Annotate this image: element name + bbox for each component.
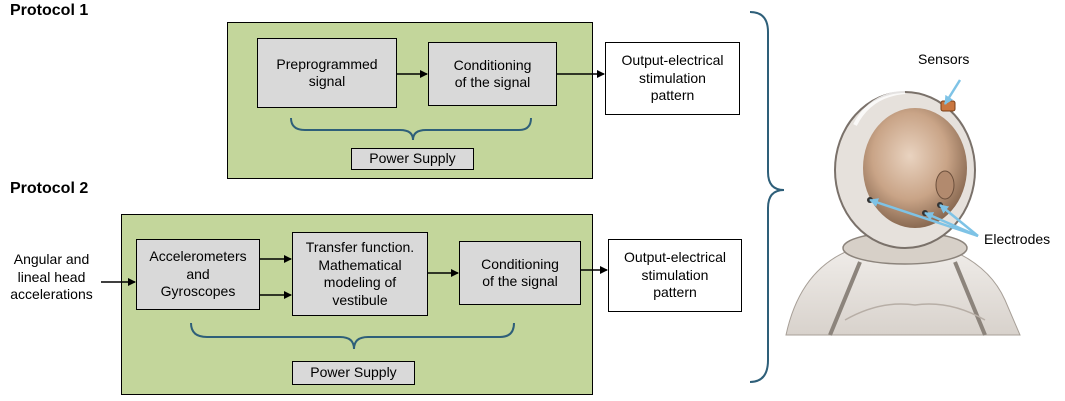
output-stimulation-box-2: Output-electrical stimulation pattern (608, 239, 742, 312)
input-accelerations-label: Angular and lineal head accelerations (10, 251, 93, 302)
electrodes-pointer-b (924, 211, 979, 238)
sensors-pointer (943, 79, 962, 105)
power-supply-box-1: Power Supply (351, 148, 474, 170)
sensors-label: Sensors (918, 51, 970, 67)
accelerometers-gyroscopes-box: Accelerometers and Gyroscopes (136, 239, 260, 310)
astronaut-illustration (785, 90, 1021, 336)
power-supply-box-2: Power Supply (292, 361, 415, 385)
protocol-2-title: Protocol 2 (10, 180, 89, 197)
electrodes-label: Electrodes (984, 231, 1051, 247)
conditioning-signal-box-2: Conditioning of the signal (459, 241, 581, 305)
power-brace-p2 (190, 322, 515, 350)
power-brace-p1 (290, 117, 532, 141)
electrodes-pointer-c (939, 204, 979, 237)
grouping-brace (749, 11, 785, 383)
transfer-function-box: Transfer function. Mathematical modeling… (292, 232, 428, 316)
preprogrammed-signal-box: Preprogrammed signal (257, 38, 397, 108)
protocol-1-title: Protocol 1 (10, 2, 89, 19)
conditioning-signal-box-1: Conditioning of the signal (428, 42, 557, 106)
output-stimulation-box-1: Output-electrical stimulation pattern (605, 42, 740, 115)
electrodes-pointer-a (869, 198, 979, 238)
